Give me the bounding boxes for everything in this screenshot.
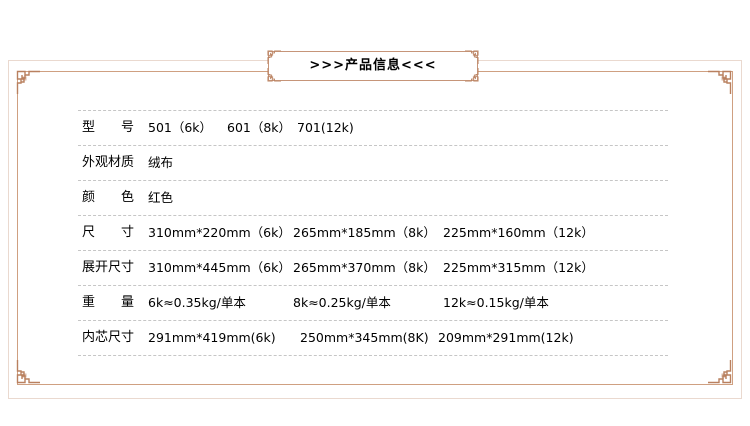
spec-row-color: 颜 色 红色: [78, 180, 668, 215]
title-box: >>>产品信息<<<: [268, 51, 478, 81]
fret-corner-icon: [16, 70, 40, 94]
spec-value: 250mm*345mm(8K): [300, 330, 429, 345]
spec-value: 291mm*419mm(6k): [148, 330, 276, 345]
spec-row-size: 尺 寸 310mm*220mm（6k） 265mm*185mm（8k） 225m…: [78, 215, 668, 250]
spec-value: 8k≈0.25kg/单本: [293, 295, 391, 310]
spec-value: 501（6k）: [148, 120, 213, 135]
section-title: >>>产品信息<<<: [309, 58, 437, 73]
fret-corner-icon: [16, 360, 40, 384]
spec-value: 310mm*445mm（6k）: [148, 260, 291, 275]
spec-value: 红色: [148, 190, 174, 205]
spec-row-unfolded-size: 展开尺寸 310mm*445mm（6k） 265mm*370mm（8k） 225…: [78, 250, 668, 285]
spec-value: 209mm*291mm(12k): [438, 330, 574, 345]
spec-row-material: 外观材质 绒布: [78, 145, 668, 180]
fret-corner-icon: [465, 50, 479, 64]
fret-corner-icon: [267, 50, 281, 64]
spec-row-model: 型 号 501（6k） 601（8k） 701(12k): [78, 110, 668, 145]
fret-corner-icon: [708, 360, 732, 384]
spec-label: 展开尺寸: [82, 260, 135, 275]
spec-value: 6k≈0.35kg/单本: [148, 295, 246, 310]
spec-value: 601（8k）: [227, 120, 292, 135]
spec-value: 绒布: [148, 155, 174, 170]
spec-value: 225mm*160mm（12k）: [443, 225, 594, 240]
product-spec-table: 型 号 501（6k） 601（8k） 701(12k) 外观材质 绒布 颜 色…: [78, 110, 668, 356]
fret-corner-icon: [708, 70, 732, 94]
spec-value: 12k≈0.15kg/单本: [443, 295, 549, 310]
spec-row-inner-size: 内芯尺寸 291mm*419mm(6k) 250mm*345mm(8K) 209…: [78, 320, 668, 355]
fret-corner-icon: [267, 68, 281, 82]
spec-label: 尺 寸: [82, 225, 135, 240]
spec-label: 内芯尺寸: [82, 330, 135, 345]
spec-label: 重 量: [82, 295, 135, 310]
spec-value: 701(12k): [297, 120, 354, 135]
spec-value: 225mm*315mm（12k）: [443, 260, 594, 275]
spec-label: 颜 色: [82, 190, 135, 205]
spec-value: 265mm*370mm（8k）: [293, 260, 436, 275]
spec-label: 外观材质: [82, 155, 135, 170]
fret-corner-icon: [465, 68, 479, 82]
spec-value: 265mm*185mm（8k）: [293, 225, 436, 240]
spec-row-weight: 重 量 6k≈0.35kg/单本 8k≈0.25kg/单本 12k≈0.15kg…: [78, 285, 668, 320]
spec-label: 型 号: [82, 120, 135, 135]
spec-value: 310mm*220mm（6k）: [148, 225, 291, 240]
